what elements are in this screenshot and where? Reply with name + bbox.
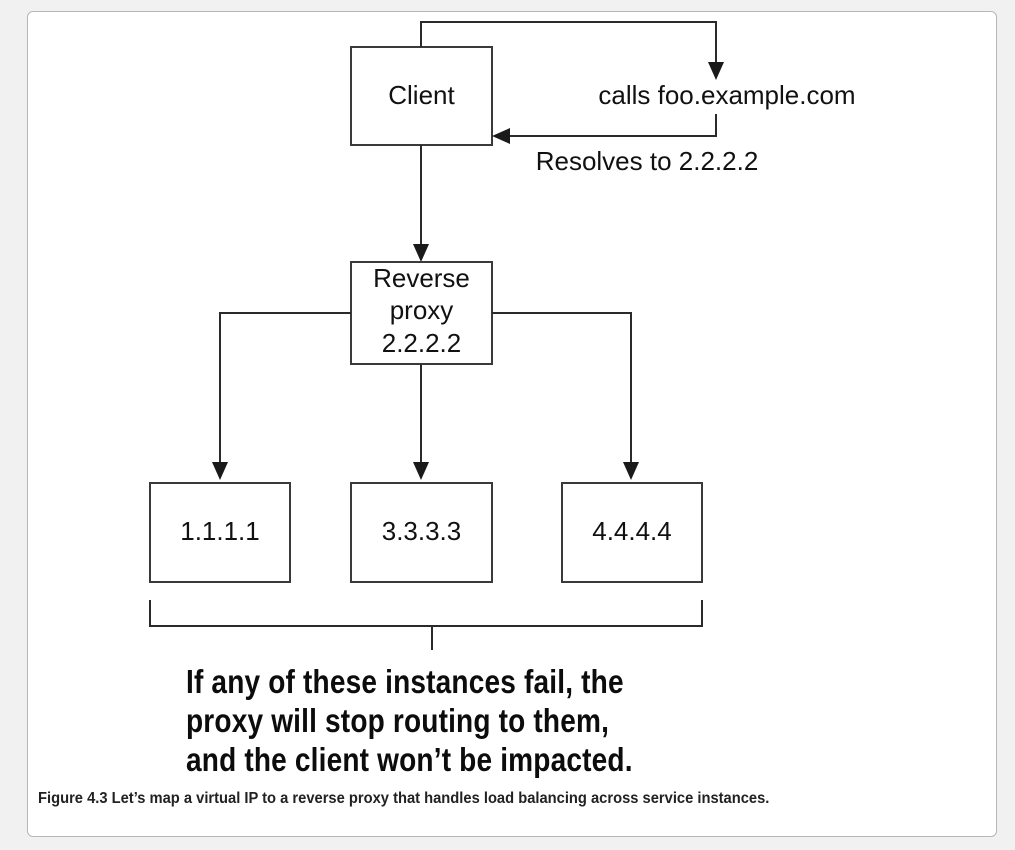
proxy-label-line-2: proxy — [390, 295, 454, 325]
proxy-label-line-3: 2.2.2.2 — [382, 328, 462, 358]
instance-1-label: 1.1.1.1 — [180, 516, 260, 546]
figure-caption: Figure 4.3 Let’s map a virtual IP to a r… — [38, 790, 770, 807]
figure-frame — [27, 11, 997, 837]
instance-node-2: 3.3.3.3 — [350, 482, 493, 583]
client-to-proxy-arrowhead — [413, 244, 429, 262]
call-arrowhead — [708, 62, 724, 80]
reverse-proxy-node: Reverse proxy 2.2.2.2 — [350, 261, 493, 365]
instances-bracket — [149, 600, 703, 627]
resolve-label: Resolves to 2.2.2.2 — [536, 146, 759, 176]
proxy-to-instance-2-arrowhead — [413, 462, 429, 480]
proxy-label-line-1: Reverse — [373, 263, 470, 293]
instance-node-3: 4.4.4.4 — [561, 482, 703, 583]
call-label: calls foo.example.com — [598, 80, 855, 110]
instance-3-label: 4.4.4.4 — [592, 516, 672, 546]
proxy-to-instance-3-arrowhead — [623, 462, 639, 480]
proxy-to-instance-1-arrowhead — [212, 462, 228, 480]
note-line-2: proxy will stop routing to them, — [186, 702, 610, 739]
instance-2-label: 3.3.3.3 — [382, 516, 462, 546]
client-label: Client — [388, 80, 455, 110]
client-node: Client — [350, 46, 493, 146]
note-line-3: and the client won’t be impacted. — [186, 741, 633, 778]
proxy-to-instance-3-edge — [492, 312, 632, 464]
resolve-edge — [508, 114, 717, 137]
resolve-arrowhead — [492, 128, 510, 144]
instance-node-1: 1.1.1.1 — [149, 482, 291, 583]
proxy-to-instance-1-edge — [219, 312, 351, 464]
annotation-note: If any of these instances fail, the prox… — [186, 662, 662, 779]
note-line-1: If any of these instances fail, the — [186, 663, 624, 700]
call-edge — [420, 21, 717, 64]
